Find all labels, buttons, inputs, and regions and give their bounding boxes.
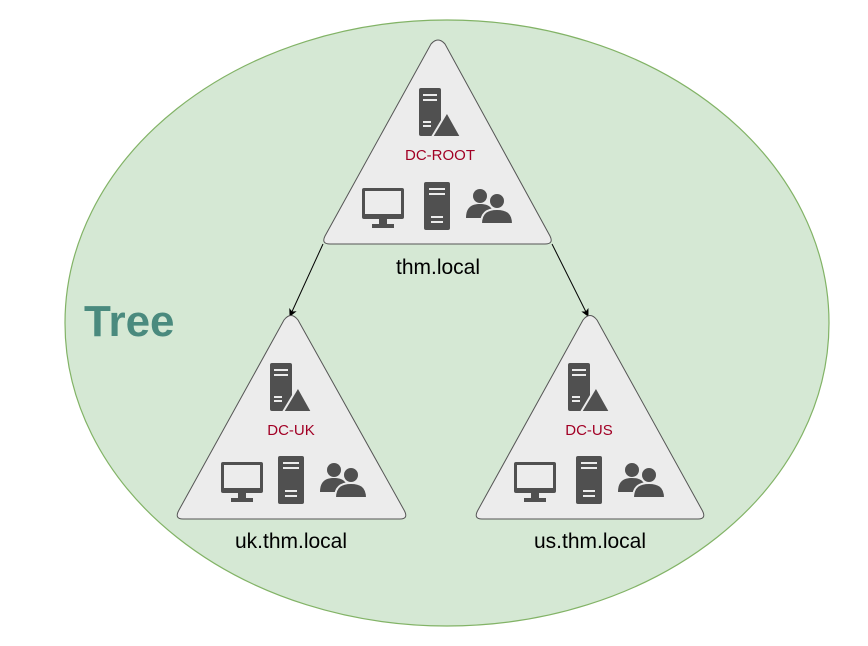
edge-root-to-uk xyxy=(289,243,324,317)
edge-root-to-us xyxy=(551,243,589,317)
server-icon xyxy=(424,182,450,230)
server-icon xyxy=(576,456,602,504)
domain-label-us: us.thm.local xyxy=(534,530,646,553)
domain-node-uk: DC-UK xyxy=(176,315,407,520)
server-icon xyxy=(278,456,304,504)
dc-label: DC-UK xyxy=(267,422,315,439)
domain-label-uk: uk.thm.local xyxy=(235,530,347,553)
dc-label: DC-ROOT xyxy=(405,147,475,164)
domain-label-root: thm.local xyxy=(396,256,480,279)
domain-node-root: DC-ROOT xyxy=(323,39,552,245)
dc-label: DC-US xyxy=(565,422,613,439)
tree-label: Tree xyxy=(84,297,175,346)
domain-node-us: DC-US xyxy=(475,315,705,520)
